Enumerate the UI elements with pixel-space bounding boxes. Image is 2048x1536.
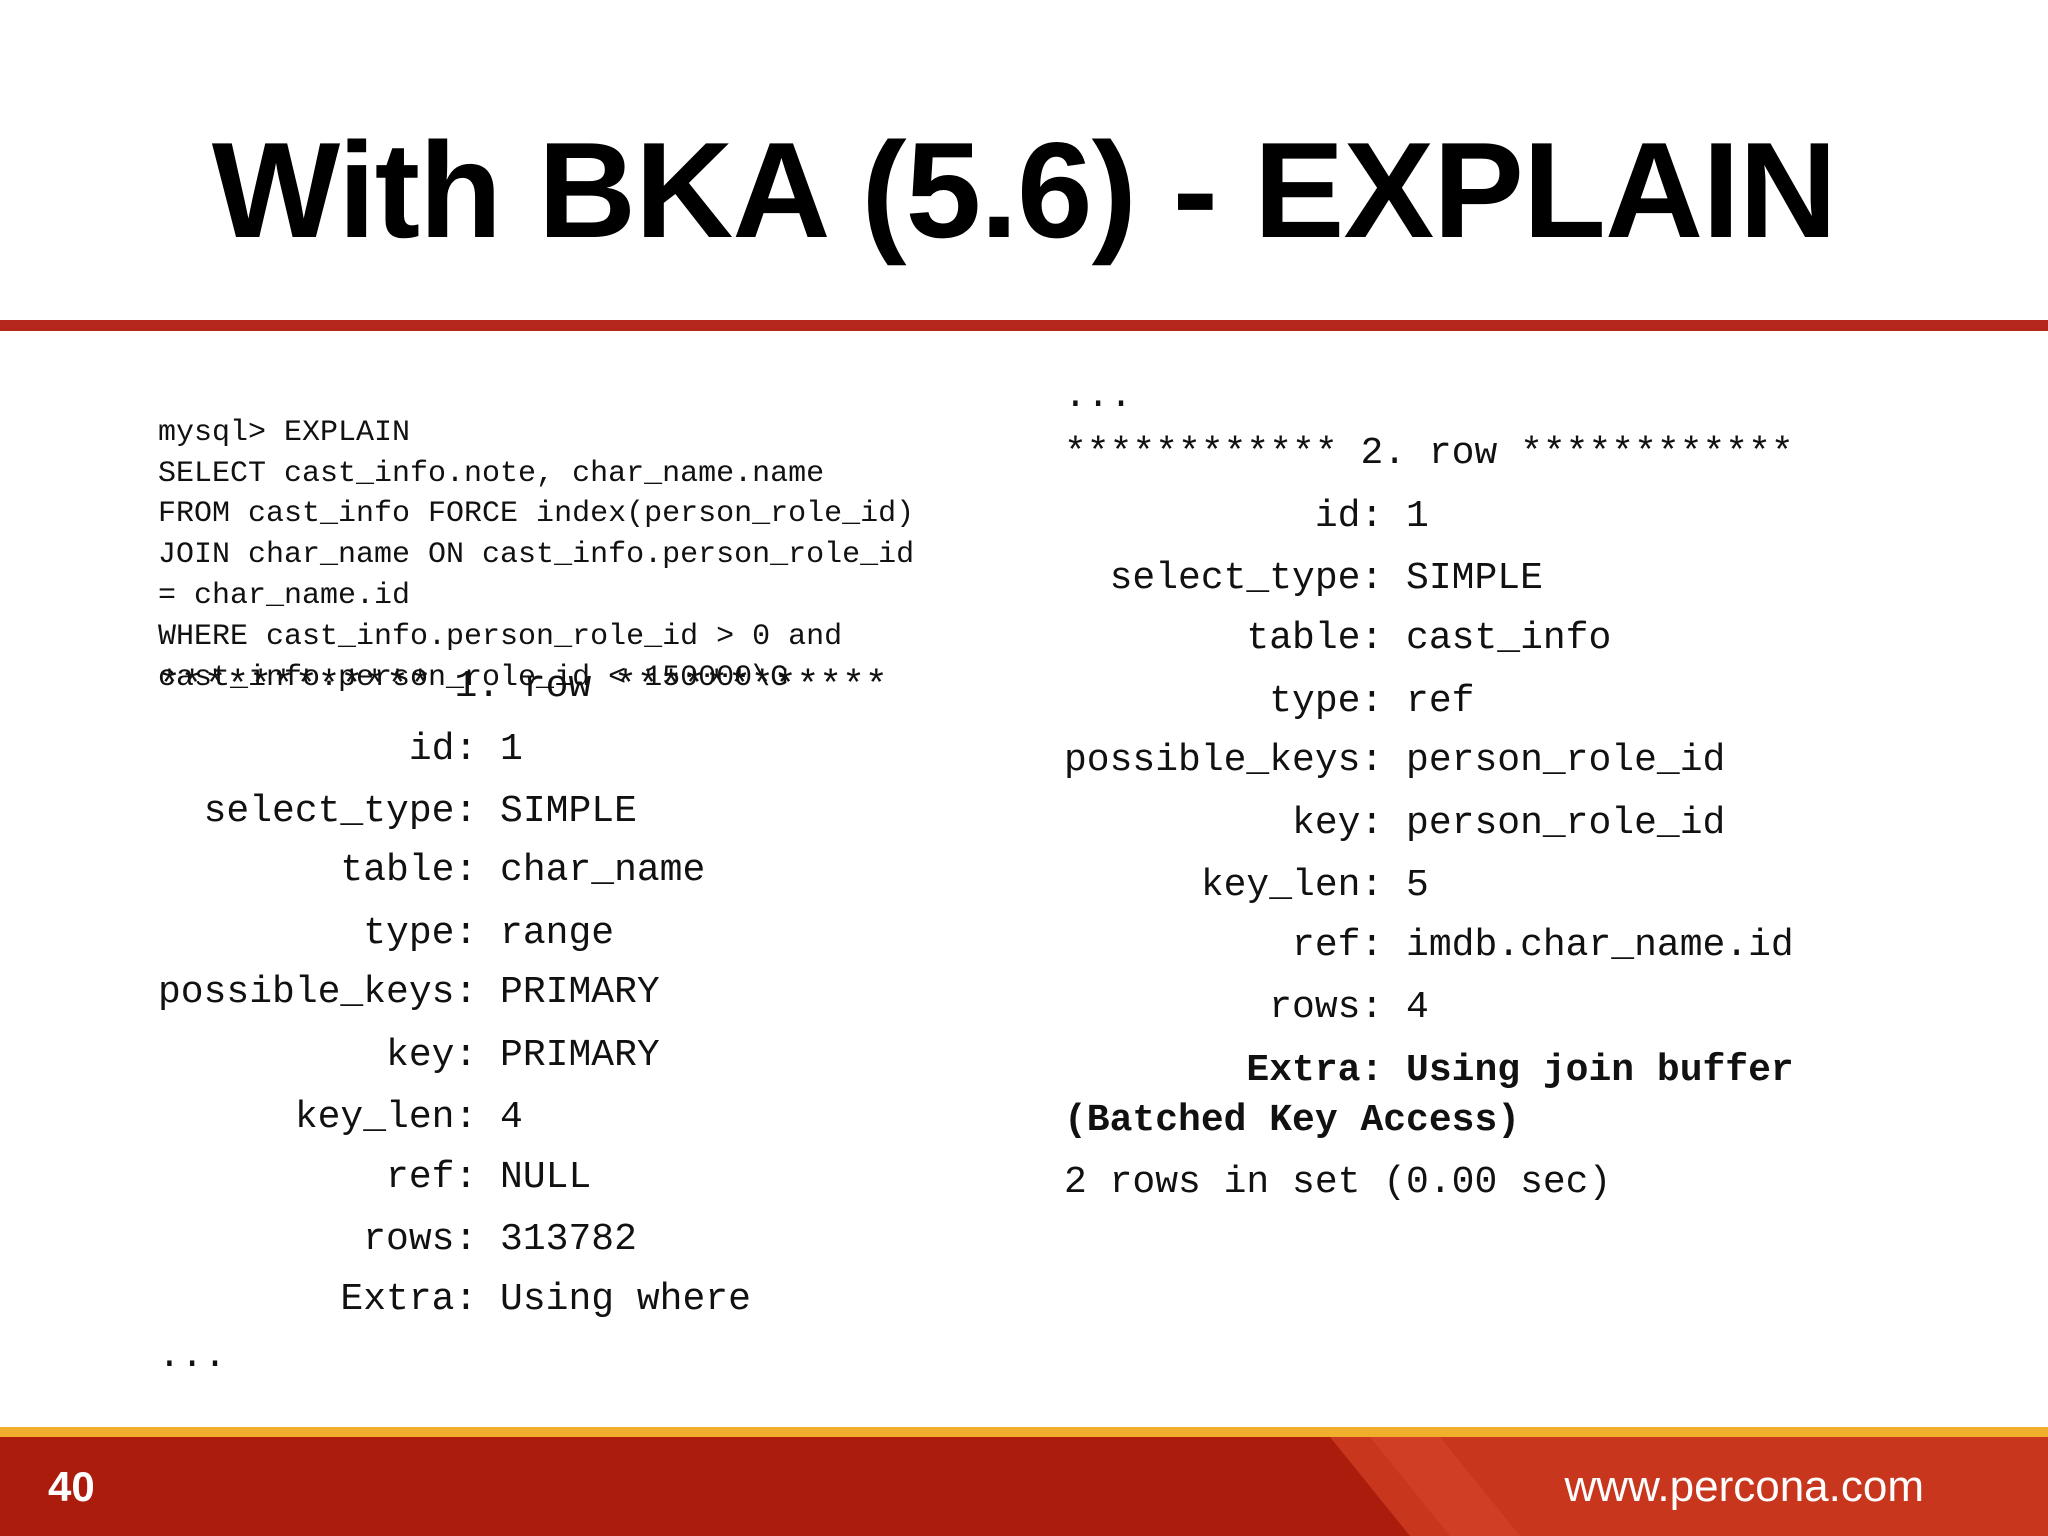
- sql-query: mysql> EXPLAIN SELECT cast_info.note, cha…: [158, 372, 914, 739]
- field-ref: ref: imdb.char_name.id: [1064, 924, 1794, 967]
- field-id: id: 1: [1064, 495, 1429, 538]
- title-divider: [0, 320, 2048, 331]
- field-type: type: ref: [1064, 680, 1475, 723]
- query-line: = char_name.id: [158, 578, 411, 613]
- field-extra-continuation: (Batched Key Access): [1064, 1099, 1521, 1142]
- field-rows: rows: 4: [1064, 986, 1429, 1029]
- footer-accent-shape: [1330, 1437, 2048, 1536]
- query-line: cast_info.person_role_id < 150000\G: [158, 660, 789, 695]
- field-select-type: select_type: SIMPLE: [1064, 557, 1543, 600]
- field-key: key: person_role_id: [1064, 802, 1726, 845]
- result-summary: 2 rows in set (0.00 sec): [1064, 1161, 1612, 1204]
- footer-stripe: [0, 1427, 2048, 1437]
- field-type: type: range: [158, 912, 615, 955]
- field-select-type: select_type: SIMPLE: [158, 790, 637, 833]
- field-key-len: key_len: 4: [158, 1096, 523, 1139]
- field-extra: Extra: Using where: [158, 1278, 751, 1321]
- query-line: JOIN char_name ON cast_info.person_role_…: [158, 538, 915, 573]
- field-table: table: char_name: [158, 849, 706, 892]
- field-extra: Extra: Using join buffer: [1064, 1049, 1794, 1092]
- field-possible-keys: possible_keys: PRIMARY: [158, 971, 660, 1014]
- field-key: key: PRIMARY: [158, 1034, 660, 1077]
- field-possible-keys: possible_keys: person_role_id: [1064, 739, 1726, 782]
- field-table: table: cast_info: [1064, 617, 1612, 660]
- field-ref: ref: NULL: [158, 1156, 592, 1199]
- field-key-len: key_len: 5: [1064, 864, 1429, 907]
- field-rows: rows: 313782: [158, 1218, 637, 1261]
- page-number: 40: [48, 1463, 95, 1510]
- footer-url[interactable]: www.percona.com: [1564, 1462, 1924, 1511]
- query-line: WHERE cast_info.person_role_id > 0 and: [158, 619, 843, 654]
- ellipsis: ...: [1064, 375, 1133, 418]
- query-line: SELECT cast_info.note, char_name.name: [158, 456, 825, 491]
- field-id: id: 1: [158, 728, 523, 771]
- slide-title: With BKA (5.6) - EXPLAIN: [211, 114, 1837, 266]
- row-header: ************ 1. row ************: [158, 665, 888, 708]
- ellipsis: ...: [158, 1335, 227, 1378]
- row-header: ************ 2. row ************: [1064, 432, 1794, 475]
- query-line: mysql> EXPLAIN: [158, 415, 411, 450]
- footer-bar: [0, 1437, 2048, 1536]
- query-line: FROM cast_info FORCE index(person_role_i…: [158, 497, 915, 532]
